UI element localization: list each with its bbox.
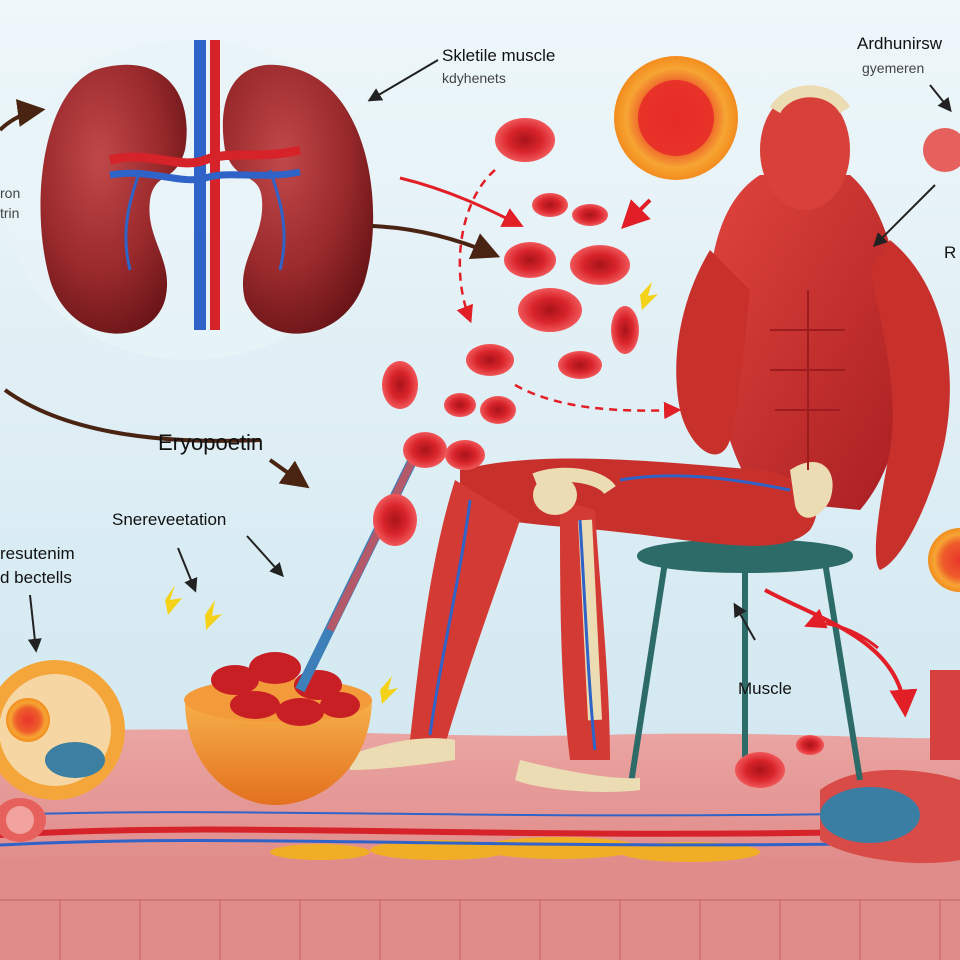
arrow-red-dashed-left [456,169,496,324]
label-bectells: d bectells [0,568,72,587]
vein-floor [0,838,960,847]
label-ardhunirsw: Ardhunirsw [857,34,943,53]
vessel-cross-section-right [820,528,960,864]
arrow-snere [246,535,284,578]
erythropoietin-sphere [614,56,738,180]
arrow-skeletal [367,59,439,102]
tissue-floor [0,729,960,960]
label-left-cut-1: ron [0,185,21,201]
label-gyemeren: gyemeren [862,60,925,76]
arrow-snere-2 [177,547,198,593]
label-skeletal-muscle: Skletile muscle [442,46,556,65]
arrow-left-top [0,99,46,132]
label-resutenim: resutenim [0,544,75,563]
label-right-cut: R [944,243,957,262]
kidney-right-lobe [222,64,374,334]
arrow-red-dashed-bottom [514,383,682,420]
arrow-red-top [399,176,524,227]
label-muscle: Muscle [738,679,792,698]
kidney-left-lobe [40,64,187,334]
arrow-eryopoetin [268,458,310,489]
spark-effects [165,282,658,704]
label-left-cut-2: trin [0,205,20,221]
diagram-arrows [0,59,952,718]
blood-cell-bowl [184,442,425,805]
label-kdyhenets: kdyhenets [442,70,506,86]
kidney-panel [5,40,375,360]
arrow-left-mid [27,594,42,653]
label-snereveetation: Snereveetation [112,510,227,529]
arrow-top-right [929,84,952,113]
label-eryopoetin: Eryopoetin [158,430,264,455]
arrow-left-curve [3,388,261,443]
red-blood-cells [373,118,824,788]
arrow-red-muscle [764,588,918,718]
arrow-red-return [804,608,879,650]
right-cell-cluster [923,128,960,172]
vessel-cross-section-left [0,660,125,842]
arrow-kidney-cells [371,224,501,260]
arrow-right-figure [873,184,936,247]
arrow-red-short [621,198,652,229]
artery-floor [0,826,960,838]
muscle-figure [350,85,950,792]
arrow-muscle [733,602,756,641]
